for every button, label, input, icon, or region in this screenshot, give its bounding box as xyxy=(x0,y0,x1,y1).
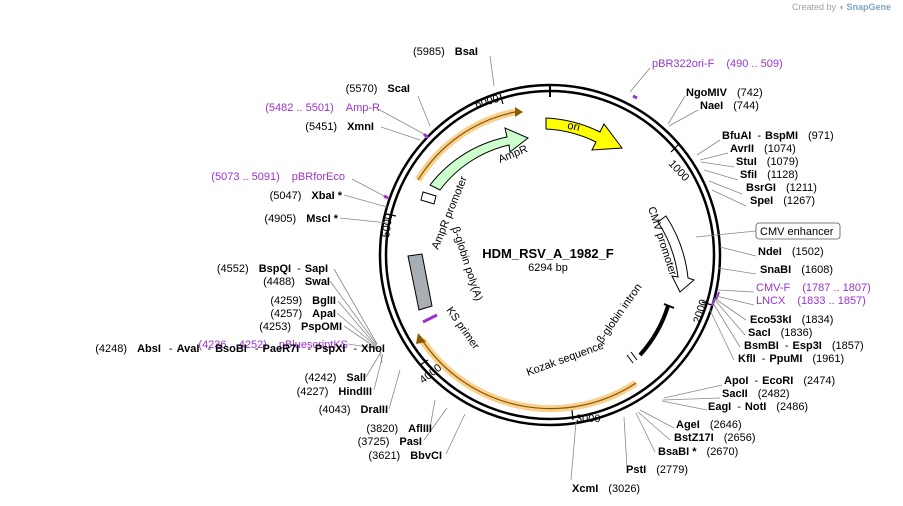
label-cmv-f[interactable]: CMV-F(1787 .. 1807) xyxy=(756,282,871,294)
feature-bglobin-intron[interactable] xyxy=(638,305,670,357)
feature-cmv-promoter[interactable] xyxy=(657,215,695,293)
label-afliii[interactable]: (3820)AflIII xyxy=(366,423,432,435)
label-naei[interactable]: NaeI(744) xyxy=(700,100,759,112)
credit: Created by ◖ SnapGene xyxy=(792,2,891,12)
tick-label-1000: 1000 xyxy=(666,158,691,184)
label-apoi[interactable]: ApoI-EcoRI(2474) xyxy=(724,375,835,387)
label-kfli[interactable]: KflI-PpuMI(1961) xyxy=(738,353,844,365)
label-avrii[interactable]: AvrII(1074) xyxy=(730,143,796,155)
label-msci-[interactable]: (4905)MscI * xyxy=(264,213,338,225)
tick-3000: 3000 xyxy=(571,409,600,425)
feature-ori-label: ori xyxy=(567,120,581,134)
cmv-enhancer-callout[interactable]: CMV enhancer xyxy=(695,222,841,240)
feature-ori[interactable] xyxy=(545,117,623,151)
label-swai[interactable]: (4488)SwaI xyxy=(263,276,330,288)
label-amp-r[interactable]: (5482 .. 5501)Amp-R xyxy=(265,102,380,114)
intron-end-cap xyxy=(663,303,675,309)
label-absi[interactable]: (4248)AbsI-AvaI-BsoBI-PaeR7I-PspXI-XhoI xyxy=(95,343,385,355)
label-draiii[interactable]: (4043)DraIII xyxy=(319,404,388,416)
feature-bglobin-polya-label: β-globin poly(A) xyxy=(449,225,484,302)
label-scai[interactable]: (5570)ScaI xyxy=(346,83,410,95)
feature-ampr[interactable] xyxy=(429,127,529,191)
tick-2000: 2000 xyxy=(691,298,713,325)
feature-ks-primer-label: KS primer xyxy=(444,305,482,352)
primer-mark-pbrforeco xyxy=(383,194,389,200)
label-snabi[interactable]: SnaBI(1608) xyxy=(760,264,833,276)
leader-lines-left xyxy=(329,55,495,455)
orf-bottom-line xyxy=(421,339,637,410)
feature-bglobin-intron-label: β-globin intron xyxy=(595,282,645,346)
label-bsai[interactable]: (5985)BsaI xyxy=(413,46,478,58)
label-apai[interactable]: (4257)ApaI xyxy=(270,308,336,320)
label-sfii[interactable]: SfiI(1128) xyxy=(740,169,798,181)
label-xmni[interactable]: (5451)XmnI xyxy=(305,121,374,133)
labels-left: (5985)BsaI (5570)ScaI (5482 .. 5501)Amp-R (… xyxy=(95,46,478,462)
orf-bottom-arrowhead xyxy=(416,333,426,344)
tick-5000: 5000 xyxy=(380,213,397,239)
label-bsrgi[interactable]: BsrGI(1211) xyxy=(746,182,817,194)
feature-kozak[interactable] xyxy=(626,354,634,364)
cmv-enhancer-label: CMV enhancer xyxy=(760,226,834,238)
primer-mark-pbr322ori xyxy=(632,94,638,100)
credit-brand: SnapGene xyxy=(846,2,891,12)
label-bstz17i[interactable]: BstZ17I(2656) xyxy=(674,432,756,444)
tick-label-6000: 6000 xyxy=(474,93,501,111)
snapgene-logo-icon: ◖ xyxy=(838,2,844,12)
feature-ks-primer[interactable] xyxy=(422,313,438,324)
tick-label-3000: 3000 xyxy=(576,413,600,425)
orf-ampr-line xyxy=(417,111,516,181)
label-bspqi[interactable]: (4552)BspQI-SapI xyxy=(217,263,328,275)
label-lncx[interactable]: LNCX(1833 .. 1857) xyxy=(756,295,866,307)
feature-kozak-label: Kozak sequence xyxy=(525,340,606,379)
orf-ampr-arrowhead xyxy=(515,107,523,117)
label-pbluescriptks[interactable]: (4236 .. 4252)pBluescriptKS xyxy=(198,339,348,351)
label-sacii[interactable]: SacII(2482) xyxy=(722,388,789,400)
label-spei[interactable]: SpeI(1267) xyxy=(750,195,815,207)
label-agei[interactable]: AgeI(2646) xyxy=(676,419,742,431)
label-bbvci[interactable]: (3621)BbvCI xyxy=(368,450,442,462)
label-bsmbi[interactable]: BsmBI-Esp3I(1857) xyxy=(744,340,864,352)
label-hindiii[interactable]: (4227)HindIII xyxy=(297,386,372,398)
label-ndei[interactable]: NdeI(1502) xyxy=(758,246,824,258)
feature-ampr-promoter[interactable] xyxy=(420,191,437,205)
plasmid-size: 6294 bp xyxy=(528,262,568,274)
label-saci[interactable]: SacI(1836) xyxy=(748,327,812,339)
primer-mark-ampr xyxy=(422,132,430,140)
label-stui[interactable]: StuI(1079) xyxy=(736,156,799,168)
leader-lines-right xyxy=(570,67,757,481)
label-pspomi[interactable]: (4253)PspOMI xyxy=(259,321,342,333)
label-pbrforeco[interactable]: (5073 .. 5091)pBRforEco xyxy=(211,171,345,183)
label-pasi[interactable]: (3725)PasI xyxy=(358,436,422,448)
label-ngomiv[interactable]: NgoMIV(742) xyxy=(686,87,763,99)
feature-bglobin-polya[interactable] xyxy=(407,253,433,311)
label-xbai-[interactable]: (5047)XbaI * xyxy=(270,190,343,202)
feature-kozak-2 xyxy=(630,351,638,361)
label-xcmi[interactable]: XcmI(3026) xyxy=(572,483,640,495)
plasmid-name: HDM_RSV_A_1982_F xyxy=(482,246,614,261)
label-eco53ki[interactable]: Eco53kI(1834) xyxy=(750,314,833,326)
label-sali[interactable]: (4242)SalI xyxy=(305,372,366,384)
credit-prefix: Created by xyxy=(791,2,837,12)
label-bsabi-[interactable]: BsaBI *(2670) xyxy=(658,446,738,458)
labels-right: pBR322ori-F(490 .. 509) NgoMIV(742)NaeI(7… xyxy=(572,58,871,495)
label-bfuai[interactable]: BfuAI-BspMI(971) xyxy=(722,130,834,142)
label-eagi[interactable]: EagI-NotI(2486) xyxy=(708,401,808,413)
label-pbr322ori-f[interactable]: pBR322ori-F(490 .. 509) xyxy=(652,58,783,70)
tick-label-5000: 5000 xyxy=(380,213,395,239)
label-psti[interactable]: PstI(2779) xyxy=(626,464,688,476)
label-bglii[interactable]: (4259)BglII xyxy=(270,295,336,307)
tick-6000: 6000 xyxy=(474,93,504,111)
